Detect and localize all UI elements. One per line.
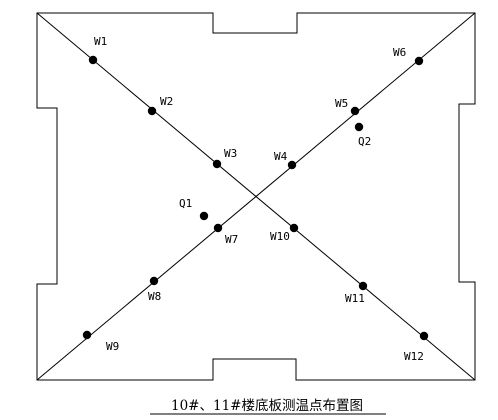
point-label-q2: Q2 <box>358 135 371 148</box>
point-marker-w3 <box>212 159 222 169</box>
point-marker-w2 <box>147 106 157 116</box>
point-marker-w7 <box>213 223 223 233</box>
point-label-w10: W10 <box>270 230 290 243</box>
point-marker-q1 <box>199 211 209 221</box>
point-marker-w11 <box>358 281 368 291</box>
point-marker-w12 <box>419 331 429 341</box>
point-marker-w4 <box>287 160 297 170</box>
point-label-w5: W5 <box>335 97 348 110</box>
point-label-w6: W6 <box>393 46 406 59</box>
point-label-w3: W3 <box>224 147 237 160</box>
point-label-w11: W11 <box>345 292 365 305</box>
point-marker-q2 <box>354 122 364 132</box>
diagonal-line-b <box>36 12 476 381</box>
point-label-w2: W2 <box>160 95 173 108</box>
point-marker-w1 <box>88 55 98 65</box>
point-label-w7: W7 <box>225 233 238 246</box>
point-label-w4: W4 <box>274 150 288 163</box>
point-label-w1: W1 <box>94 35 107 48</box>
point-marker-w5 <box>350 106 360 116</box>
point-marker-w8 <box>149 276 159 286</box>
point-label-w12: W12 <box>404 350 424 363</box>
point-marker-w10 <box>289 223 299 233</box>
point-label-w8: W8 <box>148 290 161 303</box>
point-label-q1: Q1 <box>179 197 192 210</box>
point-marker-w6 <box>414 56 424 66</box>
diagram-caption: 10#、11#楼底板测温点布置图 <box>171 398 363 414</box>
point-marker-w9 <box>82 330 92 340</box>
point-label-w9: W9 <box>106 340 119 353</box>
